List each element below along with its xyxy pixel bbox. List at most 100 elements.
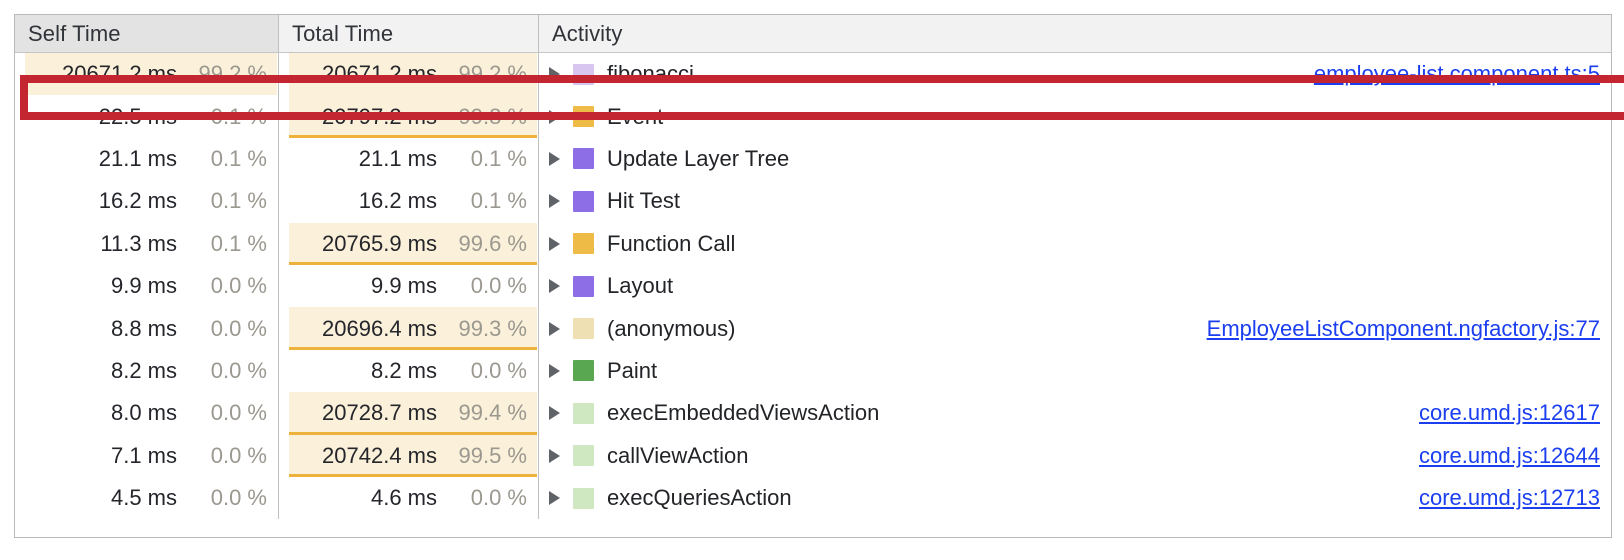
total-time-value-group: 21.1 ms 0.1 %	[359, 146, 527, 172]
column-header-activity-label: Activity	[552, 20, 623, 46]
self-time-percent: 0.1 %	[210, 188, 267, 214]
cell-activity: Function Call	[539, 223, 1611, 265]
source-location-link[interactable]: EmployeeListComponent.ngfactory.js:77	[1206, 315, 1600, 341]
activity-label: callViewAction	[607, 442, 749, 468]
self-time-ms: 20671.2 ms	[62, 61, 177, 87]
column-header-self-time-label: Self Time	[28, 20, 121, 46]
category-color-swatch-icon	[573, 360, 594, 382]
self-time-ms: 11.3 ms	[100, 230, 177, 256]
total-time-ms: 8.2 ms	[370, 357, 437, 383]
expand-triangle-icon[interactable]	[549, 491, 560, 506]
activity-label: fibonacci	[607, 61, 694, 87]
activity-label: Hit Test	[607, 188, 680, 214]
total-time-percent: 99.8 %	[458, 103, 528, 129]
category-color-swatch-icon	[573, 190, 594, 212]
cell-activity: (anonymous)EmployeeListComponent.ngfacto…	[539, 307, 1611, 349]
category-color-swatch-icon	[573, 148, 594, 170]
self-time-value-group: 8.0 ms 0.0 %	[111, 400, 267, 426]
source-location-link[interactable]: core.umd.js:12617	[1419, 400, 1600, 426]
cell-activity: fibonacci employee-list.component.ts:5	[539, 53, 1611, 95]
total-time-percent: 99.4 %	[458, 400, 528, 426]
category-color-swatch-icon	[573, 487, 594, 509]
expand-triangle-icon[interactable]	[549, 321, 560, 336]
expand-triangle-icon[interactable]	[549, 236, 560, 251]
source-location-link[interactable]: core.umd.js:12713	[1419, 485, 1600, 511]
total-time-percent: 99.3 %	[458, 315, 528, 341]
total-time-bar	[289, 307, 537, 350]
activity-label: Event	[607, 103, 664, 129]
expand-triangle-icon[interactable]	[549, 194, 560, 209]
total-time-bar	[289, 434, 537, 477]
expand-triangle-icon[interactable]	[549, 151, 560, 166]
self-time-percent: 0.0 %	[210, 400, 267, 426]
source-location-link[interactable]: core.umd.js:12644	[1419, 442, 1600, 468]
total-time-percent: 0.1 %	[470, 145, 527, 171]
total-time-ms: 20765.9 ms	[322, 230, 437, 256]
expand-triangle-icon[interactable]	[549, 279, 560, 294]
total-time-ms: 20671.2 ms	[322, 61, 437, 87]
self-time-ms: 21.1 ms	[98, 145, 177, 171]
category-color-swatch-icon	[573, 402, 594, 424]
self-time-ms: 8.0 ms	[110, 400, 177, 426]
performance-bottom-up-panel: Self Time Total Time Activity 20671.2 ms…	[14, 14, 1624, 538]
self-time-ms: 7.1 ms	[110, 442, 177, 468]
self-time-bar	[25, 53, 277, 96]
self-time-ms: 8.8 ms	[110, 315, 177, 341]
self-time-ms: 4.5 ms	[110, 485, 177, 511]
cell-self-time: 8.8 ms 0.0 %	[15, 307, 279, 350]
cell-total-time: 21.1 ms 0.1 %	[279, 137, 539, 181]
category-color-swatch-icon	[573, 275, 594, 297]
activity-label: execEmbeddedViewsAction	[607, 400, 880, 426]
total-time-ms: 21.1 ms	[358, 145, 437, 171]
cell-activity: Update Layer Tree	[539, 138, 1611, 180]
expand-triangle-icon[interactable]	[549, 406, 560, 421]
self-time-ms: 22.5 ms	[98, 103, 177, 129]
expand-triangle-icon[interactable]	[549, 109, 560, 124]
column-header-activity[interactable]: Activity	[539, 15, 1611, 52]
self-time-ms: 16.2 ms	[98, 188, 177, 214]
total-time-percent: 99.6 %	[458, 230, 528, 256]
expand-triangle-icon[interactable]	[549, 67, 560, 82]
expand-triangle-icon[interactable]	[549, 448, 560, 463]
source-location-link[interactable]: employee-list.component.ts:5	[1313, 61, 1600, 87]
expand-triangle-icon[interactable]	[549, 363, 560, 378]
self-time-percent: 0.0 %	[210, 357, 267, 383]
category-color-swatch-icon	[573, 63, 594, 85]
self-time-percent: 0.0 %	[210, 315, 267, 341]
column-header-self-time[interactable]: Self Time	[15, 15, 279, 52]
column-header-total-time[interactable]: Total Time	[279, 15, 539, 52]
cell-activity: Hit Test	[539, 180, 1611, 222]
